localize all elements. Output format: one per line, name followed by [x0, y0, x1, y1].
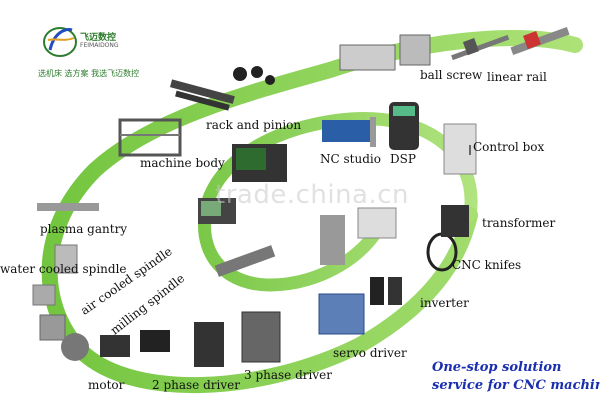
- label-2-phase-driver: 2 phase driver: [152, 378, 240, 392]
- motors-illustration: [61, 330, 170, 361]
- brand-name: 飞迈数控: [80, 33, 117, 43]
- slogan-line-1: One-stop solution: [432, 360, 562, 375]
- brand-pinyin: FEIMAIDONG: [80, 42, 119, 49]
- slide-unit-icon: [339, 34, 431, 71]
- label-linear-rail: linear rail: [487, 70, 547, 84]
- nc-studio-card-icon: [322, 117, 376, 147]
- label-3-phase-driver: 3 phase driver: [244, 368, 332, 382]
- z-axis-head-icon: [320, 215, 345, 265]
- brand-logo: 飞迈数控 FEIMAIDONG: [40, 20, 120, 60]
- spindles-illustration: [32, 244, 78, 341]
- milling-spindle-icon: [39, 314, 66, 341]
- linear-module-icon: [214, 245, 276, 277]
- brand-tagline: 选机床 选方案 我选飞迈数控: [38, 69, 140, 78]
- engraving-heads-illustration: [214, 215, 345, 277]
- label-dsp: DSP: [390, 152, 416, 166]
- inverter-icon: [370, 277, 402, 305]
- stepper-motor-icon: [61, 333, 89, 361]
- two-phase-driver-icon: [194, 322, 224, 367]
- rails-illustration: [339, 26, 570, 71]
- ball-screw-icon: [451, 34, 510, 61]
- label-servo-driver: servo driver: [333, 346, 407, 360]
- linear-rail-icon: [510, 26, 570, 56]
- slogan-line-2: service for CNC machine: [432, 378, 600, 393]
- label-plasma-gantry: plasma gantry: [40, 222, 128, 236]
- label-transformer: transformer: [482, 216, 556, 230]
- rack-and-pinion-illustration: [169, 66, 275, 111]
- small-monitor-icon: [198, 198, 236, 224]
- label-control-box: Control box: [473, 140, 545, 154]
- label-machine-body: machine body: [140, 156, 225, 170]
- label-cnc-knifes: CNC knifes: [452, 258, 522, 272]
- label-inverter: inverter: [420, 296, 469, 310]
- dsp-controller-icon: [389, 102, 419, 150]
- label-ball-screw: ball screw: [420, 68, 483, 82]
- cnc-monitor-icon: [232, 144, 287, 182]
- control-box-icon: [443, 123, 477, 175]
- logo-mark-icon: [43, 27, 77, 57]
- watermark: trade.china.cn: [215, 180, 410, 210]
- three-phase-driver-icon: [241, 311, 281, 363]
- servo-motor-icon: [100, 330, 170, 357]
- water-cooled-spindle-icon: [54, 244, 78, 274]
- label-nc-studio: NC studio: [320, 152, 381, 166]
- servo-driver-icon: [318, 293, 365, 335]
- transformer-icon: [441, 205, 469, 237]
- label-motor: motor: [88, 378, 125, 392]
- label-water-cooled-spindle: water cooled spindle: [0, 262, 127, 276]
- air-cooled-spindle-icon: [32, 284, 56, 306]
- label-rack-and-pinion: rack and pinion: [206, 118, 302, 132]
- machine-body-illustration: [118, 118, 182, 157]
- power-supply-icon: [357, 207, 397, 239]
- plasma-gantry-icon: [37, 203, 99, 211]
